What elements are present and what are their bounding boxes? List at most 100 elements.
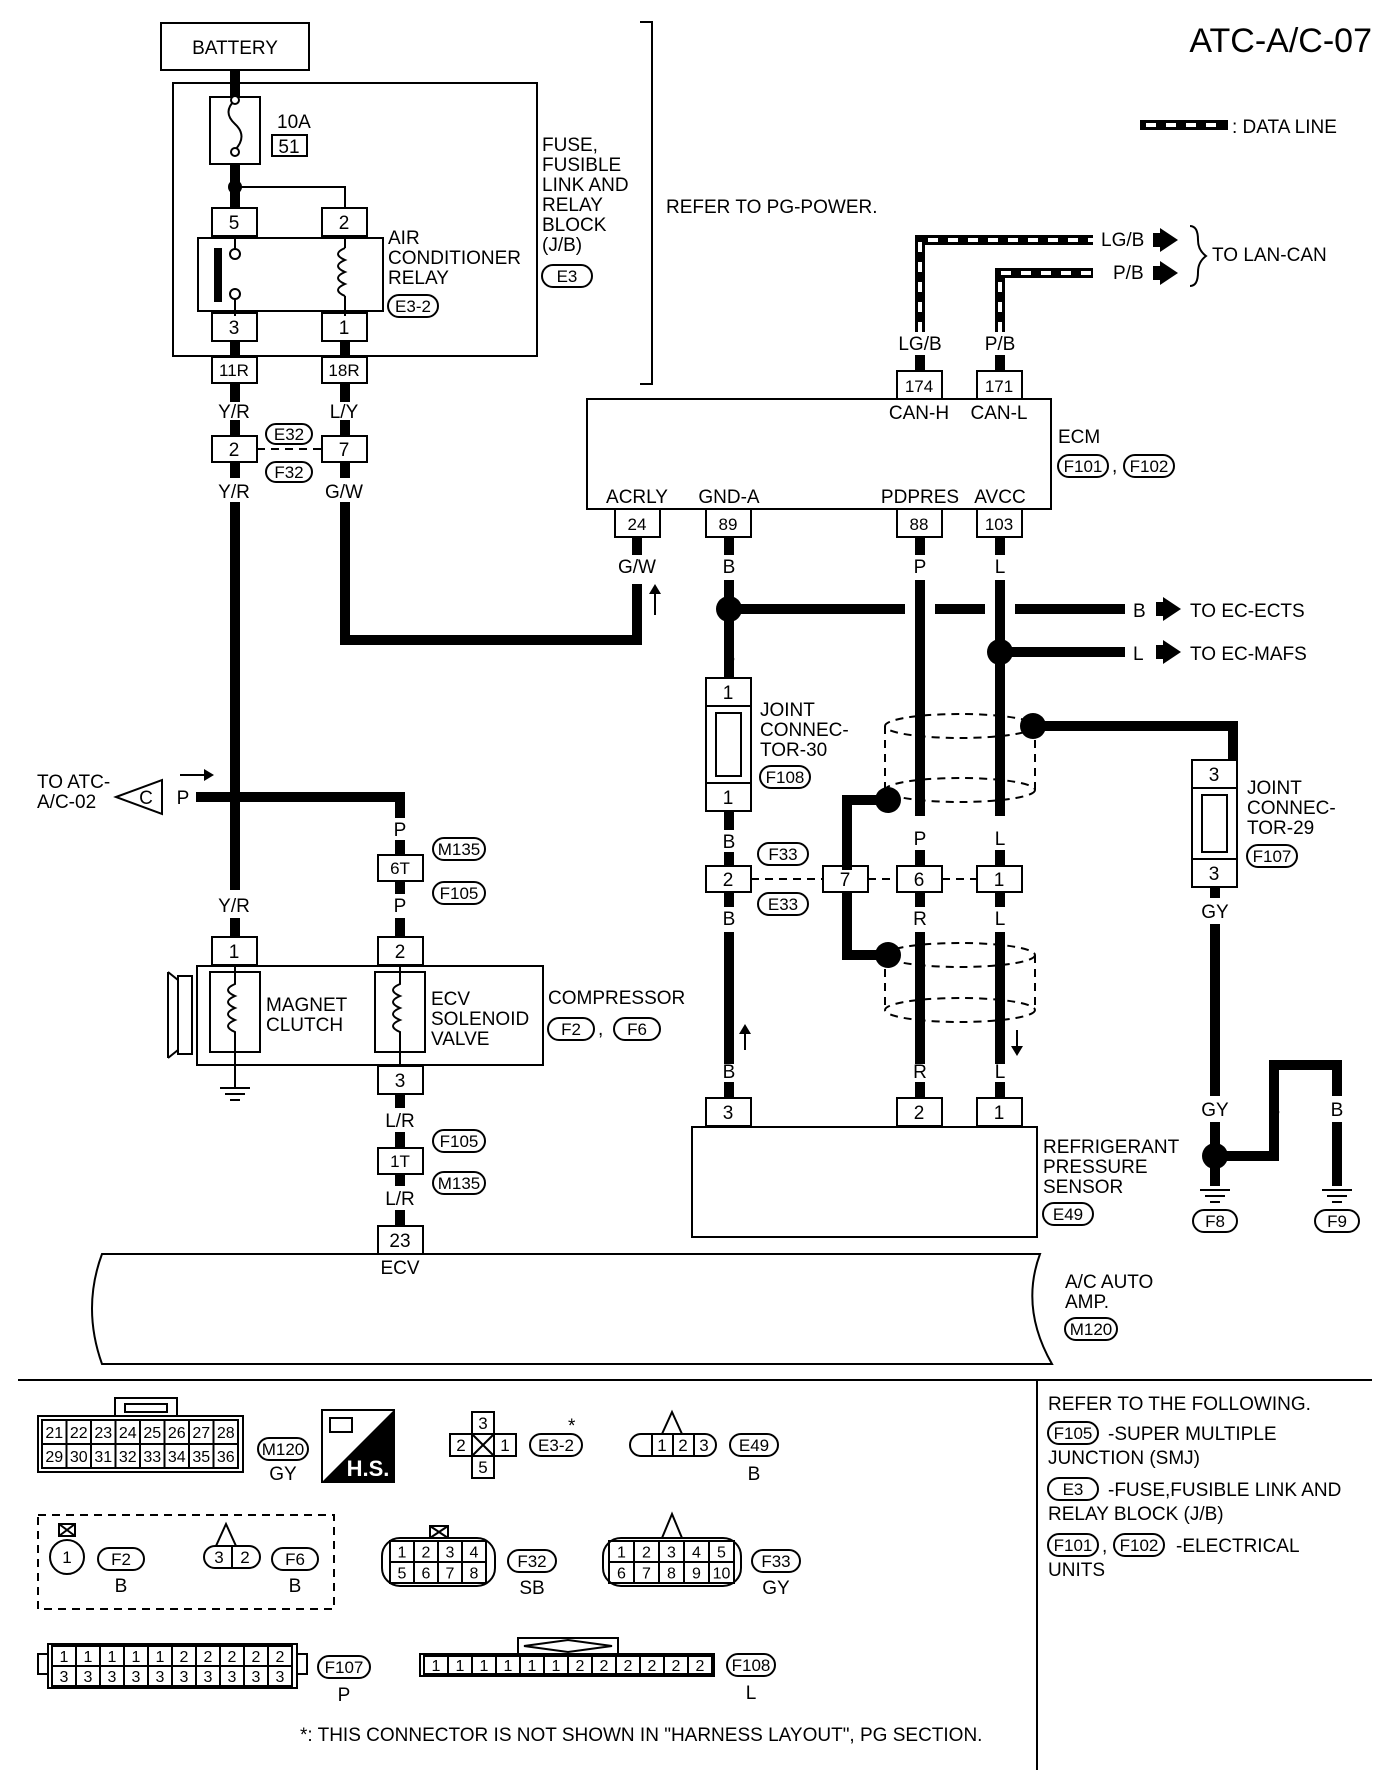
svg-text:Y/R: Y/R — [218, 402, 250, 423]
svg-text:E3-2: E3-2 — [395, 297, 431, 316]
amp-badge — [1064, 1317, 1118, 1341]
connector-pin-number: 3 — [108, 1669, 117, 1686]
connector-pin-number: 1 — [504, 1658, 513, 1675]
fuse-number-box — [271, 134, 308, 157]
svg-text:3: 3 — [214, 1548, 223, 1567]
refer-heading: REFER TO THE FOLLOWING. — [1048, 1394, 1311, 1415]
svg-text:ACRLY: ACRLY — [606, 487, 668, 508]
connector-pin-number: 2 — [642, 1544, 651, 1561]
svg-text:E49: E49 — [739, 1436, 769, 1455]
svg-text:2: 2 — [229, 440, 240, 461]
svg-text:3: 3 — [395, 1071, 406, 1092]
svg-text:P: P — [914, 829, 927, 850]
connector-pin-number: 7 — [642, 1565, 651, 1582]
svg-text:171: 171 — [985, 377, 1013, 396]
ecm-label: ECM — [1058, 427, 1100, 448]
ecm-conn-f101 — [1057, 454, 1109, 478]
fuse-icon — [209, 95, 261, 165]
connector-pin-number: 28 — [217, 1425, 235, 1442]
connector-pin-number: 1 — [156, 1649, 165, 1666]
svg-text:F33: F33 — [761, 1552, 790, 1571]
e3-2-badge — [529, 1433, 583, 1457]
connector-pin-number: 2 — [252, 1649, 261, 1666]
shield-lower-top — [884, 942, 1036, 968]
svg-text:11R: 11R — [219, 361, 249, 380]
hs-icon: H.S. — [321, 1409, 395, 1483]
connector-pin-number: 1 — [60, 1649, 69, 1666]
connector-pin-number: 3 — [276, 1669, 285, 1686]
svg-text:F9: F9 — [1327, 1212, 1347, 1231]
f108-view-badge — [726, 1653, 776, 1677]
connector-pin-number: 3 — [132, 1669, 141, 1686]
connector-pin-number: 5 — [398, 1565, 407, 1582]
svg-text:2: 2 — [678, 1436, 687, 1455]
svg-text:L: L — [1133, 644, 1144, 665]
connector-pin-number: 25 — [143, 1425, 161, 1442]
footnote: *: THIS CONNECTOR IS NOT SHOWN IN "HARNE… — [300, 1725, 982, 1746]
svg-text:F32: F32 — [517, 1552, 546, 1571]
relay-connector-badge — [387, 294, 439, 318]
svg-text:M120: M120 — [1070, 1320, 1113, 1339]
svg-text:3: 3 — [1209, 864, 1220, 885]
svg-text:L: L — [995, 829, 1006, 850]
svg-text:B: B — [115, 1576, 128, 1597]
fuse-number: 51 — [278, 137, 299, 158]
svg-text:18R: 18R — [328, 361, 359, 380]
can-data-line-l — [995, 268, 1093, 332]
svg-text:5: 5 — [478, 1458, 487, 1477]
f6-badge — [271, 1547, 319, 1571]
svg-text:3: 3 — [478, 1414, 487, 1433]
svg-text:L/Y: L/Y — [330, 402, 359, 423]
joint-connector-30 — [705, 705, 752, 784]
f105-badge-top — [432, 881, 486, 905]
connector-pin-number: 1 — [432, 1658, 441, 1675]
svg-text:L: L — [995, 1062, 1006, 1083]
svg-text:F32: F32 — [274, 463, 303, 482]
svg-text:UNITS: UNITS — [1048, 1560, 1105, 1581]
svg-text:E3: E3 — [1063, 1480, 1084, 1499]
svg-text:3: 3 — [1209, 765, 1220, 786]
svg-text:P: P — [177, 788, 190, 809]
svg-text:1T: 1T — [390, 1152, 410, 1171]
to-atc-label: TO ATC- A/C-02 — [37, 772, 115, 813]
connector-pin-number: 3 — [156, 1669, 165, 1686]
svg-text:1: 1 — [62, 1548, 71, 1567]
svg-text:E49: E49 — [1053, 1205, 1083, 1224]
svg-text:,: , — [598, 1019, 603, 1040]
connector-pin-number: 31 — [94, 1449, 112, 1466]
refrigerant-pressure-sensor — [691, 1126, 1038, 1238]
connector-pin-number: 2 — [276, 1649, 285, 1666]
svg-text:88: 88 — [910, 515, 929, 534]
connector-pin-number: 1 — [108, 1649, 117, 1666]
sensor-label: REFRIGERANT PRESSURE SENSOR — [1043, 1137, 1184, 1198]
f107-view-badge — [317, 1655, 371, 1679]
svg-text:F102: F102 — [1130, 457, 1169, 476]
svg-text:JUNCTION (SMJ): JUNCTION (SMJ) — [1048, 1448, 1200, 1469]
svg-text:GY: GY — [762, 1578, 790, 1599]
connector-pin-number: 3 — [252, 1669, 261, 1686]
svg-text:F108: F108 — [732, 1656, 771, 1675]
svg-text:1: 1 — [723, 788, 734, 809]
f33-view-badge — [751, 1549, 801, 1573]
svg-text:1: 1 — [500, 1436, 509, 1455]
connector-pin-number: 1 — [617, 1544, 626, 1561]
to-atc-off-page-arrow — [113, 778, 163, 816]
connector-pin-number: 2 — [576, 1658, 585, 1675]
wire-g-w — [340, 502, 642, 645]
ecm-box — [586, 398, 1052, 510]
connector-pin-number: 3 — [228, 1669, 237, 1686]
f32-view-badge — [507, 1549, 557, 1573]
svg-text:5: 5 — [229, 213, 240, 234]
connector-pin-number: 3 — [204, 1669, 213, 1686]
svg-text:L: L — [746, 1683, 757, 1704]
compressor-connector-group — [37, 1514, 335, 1610]
ground-icon-f9 — [1322, 1189, 1352, 1203]
refer-e3-badge — [1047, 1477, 1099, 1501]
f33-badge — [757, 842, 809, 866]
svg-text:B: B — [289, 1576, 302, 1597]
ground-f9-badge — [1314, 1209, 1360, 1233]
svg-text:B: B — [723, 832, 736, 853]
connector-pin-number: 4 — [692, 1544, 701, 1561]
svg-text:E32: E32 — [274, 425, 304, 444]
connector-pin-number: 6 — [617, 1565, 626, 1582]
